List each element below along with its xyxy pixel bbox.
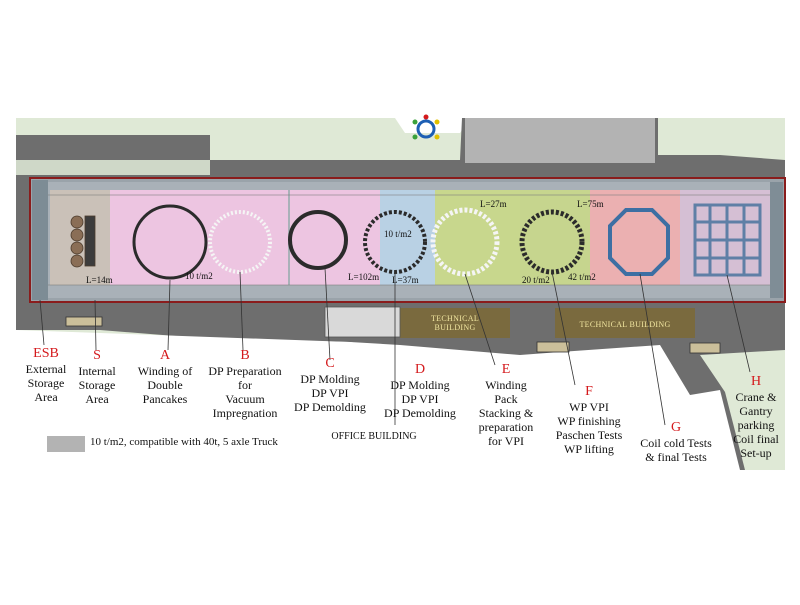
- zone-esb-line3: Area: [34, 390, 58, 404]
- zone-e-line1: Winding: [485, 378, 527, 392]
- zone-d-floor: [380, 190, 435, 285]
- zone-b-letter: B: [240, 348, 250, 363]
- white-ground: [16, 330, 690, 398]
- building-outline: [29, 177, 786, 303]
- zone-b-label: B DP Preparation for Vacuum Impregnation: [200, 348, 290, 420]
- structural-grid: [48, 194, 783, 286]
- zone-d-label: D DP Molding DP VPI DP Demolding: [380, 362, 460, 420]
- compass-rose-icon: [412, 114, 440, 140]
- zone-esb-letter: ESB: [33, 346, 59, 361]
- zone-h-letter: H: [750, 374, 762, 389]
- ring-c: [288, 210, 348, 270]
- dimension-l27: L=27m: [480, 199, 507, 209]
- zone-h-line3: parking: [737, 418, 775, 432]
- zone-a-line3: Pancakes: [142, 392, 188, 406]
- gantry-h: [693, 203, 762, 277]
- zone-c-letter: C: [325, 356, 335, 371]
- zone-e-line2: Pack: [494, 392, 518, 406]
- zone-f-line4: WP lifting: [564, 442, 614, 456]
- office-building: [324, 306, 401, 338]
- technical-building-left: [400, 308, 510, 338]
- zone-h-line2: Gantry: [739, 404, 773, 418]
- zone-g-floor: [590, 190, 680, 285]
- legend-swatch: [47, 436, 85, 452]
- zone-s-letter: S: [93, 348, 101, 363]
- dimension-l14: L=14m: [86, 275, 113, 285]
- grass-lower-right: [700, 350, 785, 470]
- zone-esb-line1: External: [25, 362, 67, 376]
- zone-f-floor: [520, 190, 590, 285]
- zone-d-line1: DP Molding: [390, 378, 450, 392]
- zone-b-line4: Impregnation: [212, 406, 278, 420]
- dimension-l102: L=102m: [348, 272, 380, 282]
- zone-g-line1: Coil cold Tests: [640, 436, 712, 450]
- zone-s-line1: Internal: [78, 364, 116, 378]
- load-a: 10 t/m2: [185, 271, 213, 281]
- coil-g: [608, 208, 670, 276]
- zone-s-line2: Storage: [78, 378, 116, 392]
- zone-h-line5: Set-up: [740, 446, 772, 460]
- zone-s-line3: Area: [85, 392, 109, 406]
- technical-building-right-label: TECHNICAL BUILDING: [579, 320, 671, 329]
- zone-d-line2: DP VPI: [401, 392, 439, 406]
- dimension-l37: L=37m: [392, 275, 419, 285]
- grass-strip: [16, 160, 210, 175]
- ring-b: [208, 210, 272, 274]
- leader-lines: [39, 267, 751, 426]
- storage-spools: [70, 215, 96, 268]
- zone-a-line2: Double: [147, 378, 183, 392]
- zone-b-line3: Vacuum: [225, 392, 265, 406]
- winding-ring-a: [132, 204, 208, 280]
- zone-f-line2: WP finishing: [557, 414, 621, 428]
- load-c: 10 t/m2: [384, 229, 412, 239]
- technical-building-left-label: TECHNICAL BUILDING: [405, 314, 505, 332]
- zone-h-line4: Coil final: [733, 432, 779, 446]
- zone-esb-label: ESB External Storage Area: [18, 346, 74, 404]
- dimension-l75: L=75m: [577, 199, 604, 209]
- zone-h-line1: Crane &: [735, 390, 777, 404]
- zone-b-line1: DP Preparation: [208, 364, 282, 378]
- technical-building-left-line2: BUILDING: [434, 323, 476, 332]
- zone-f-letter: F: [585, 384, 593, 399]
- zone-g-line2: & final Tests: [645, 450, 707, 464]
- zone-g-letter: G: [670, 420, 682, 435]
- zone-g-label: G Coil cold Tests & final Tests: [628, 420, 724, 464]
- zone-e-letter: E: [501, 362, 511, 377]
- zone-esb-line2: Storage: [27, 376, 65, 390]
- zone-c-line2: DP VPI: [311, 386, 349, 400]
- load-e: 20 t/m2: [522, 275, 550, 285]
- legend-text: 10 t/m2, compatible with 40t, 5 axle Tru…: [90, 436, 278, 448]
- zone-e-line3: Stacking &: [478, 406, 534, 420]
- zone-c-floor: [290, 190, 380, 285]
- zone-d-letter: D: [414, 362, 426, 377]
- end-wall: [770, 182, 783, 298]
- zone-d-line3: DP Demolding: [384, 406, 456, 420]
- trucks: [65, 316, 721, 354]
- zone-c-line1: DP Molding: [300, 372, 360, 386]
- zone-f-line3: Paschen Tests: [555, 428, 623, 442]
- load-f: 42 t/m2: [568, 272, 596, 282]
- zone-c-label: C DP Molding DP VPI DP Demolding: [290, 356, 370, 414]
- zone-f-line1: WP VPI: [569, 400, 609, 414]
- zone-s-label: S Internal Storage Area: [72, 348, 122, 406]
- zone-f-label: F WP VPI WP finishing Paschen Tests WP l…: [548, 384, 630, 456]
- esb-area: [32, 180, 48, 300]
- zone-e-label: E Winding Pack Stacking & preparation fo…: [468, 362, 544, 448]
- zone-a-label: A Winding of Double Pancakes: [130, 348, 200, 406]
- zone-b-line2: for: [238, 378, 252, 392]
- zone-h-label: H Crane & Gantry parking Coil final Set-…: [725, 374, 787, 460]
- zone-e-line4: preparation: [478, 420, 534, 434]
- technical-building-left-line1: TECHNICAL: [430, 314, 480, 323]
- zone-a-letter: A: [159, 348, 171, 363]
- heavy-load-pad: [465, 118, 655, 163]
- zone-a-line1: Winding of: [137, 364, 193, 378]
- technical-building-right: [555, 308, 695, 338]
- office-building-label: OFFICE BUILDING: [331, 431, 417, 442]
- zone-a-floor: [110, 190, 288, 285]
- zone-e-line5: for VPI: [487, 434, 525, 448]
- zone-c-line3: DP Demolding: [294, 400, 366, 414]
